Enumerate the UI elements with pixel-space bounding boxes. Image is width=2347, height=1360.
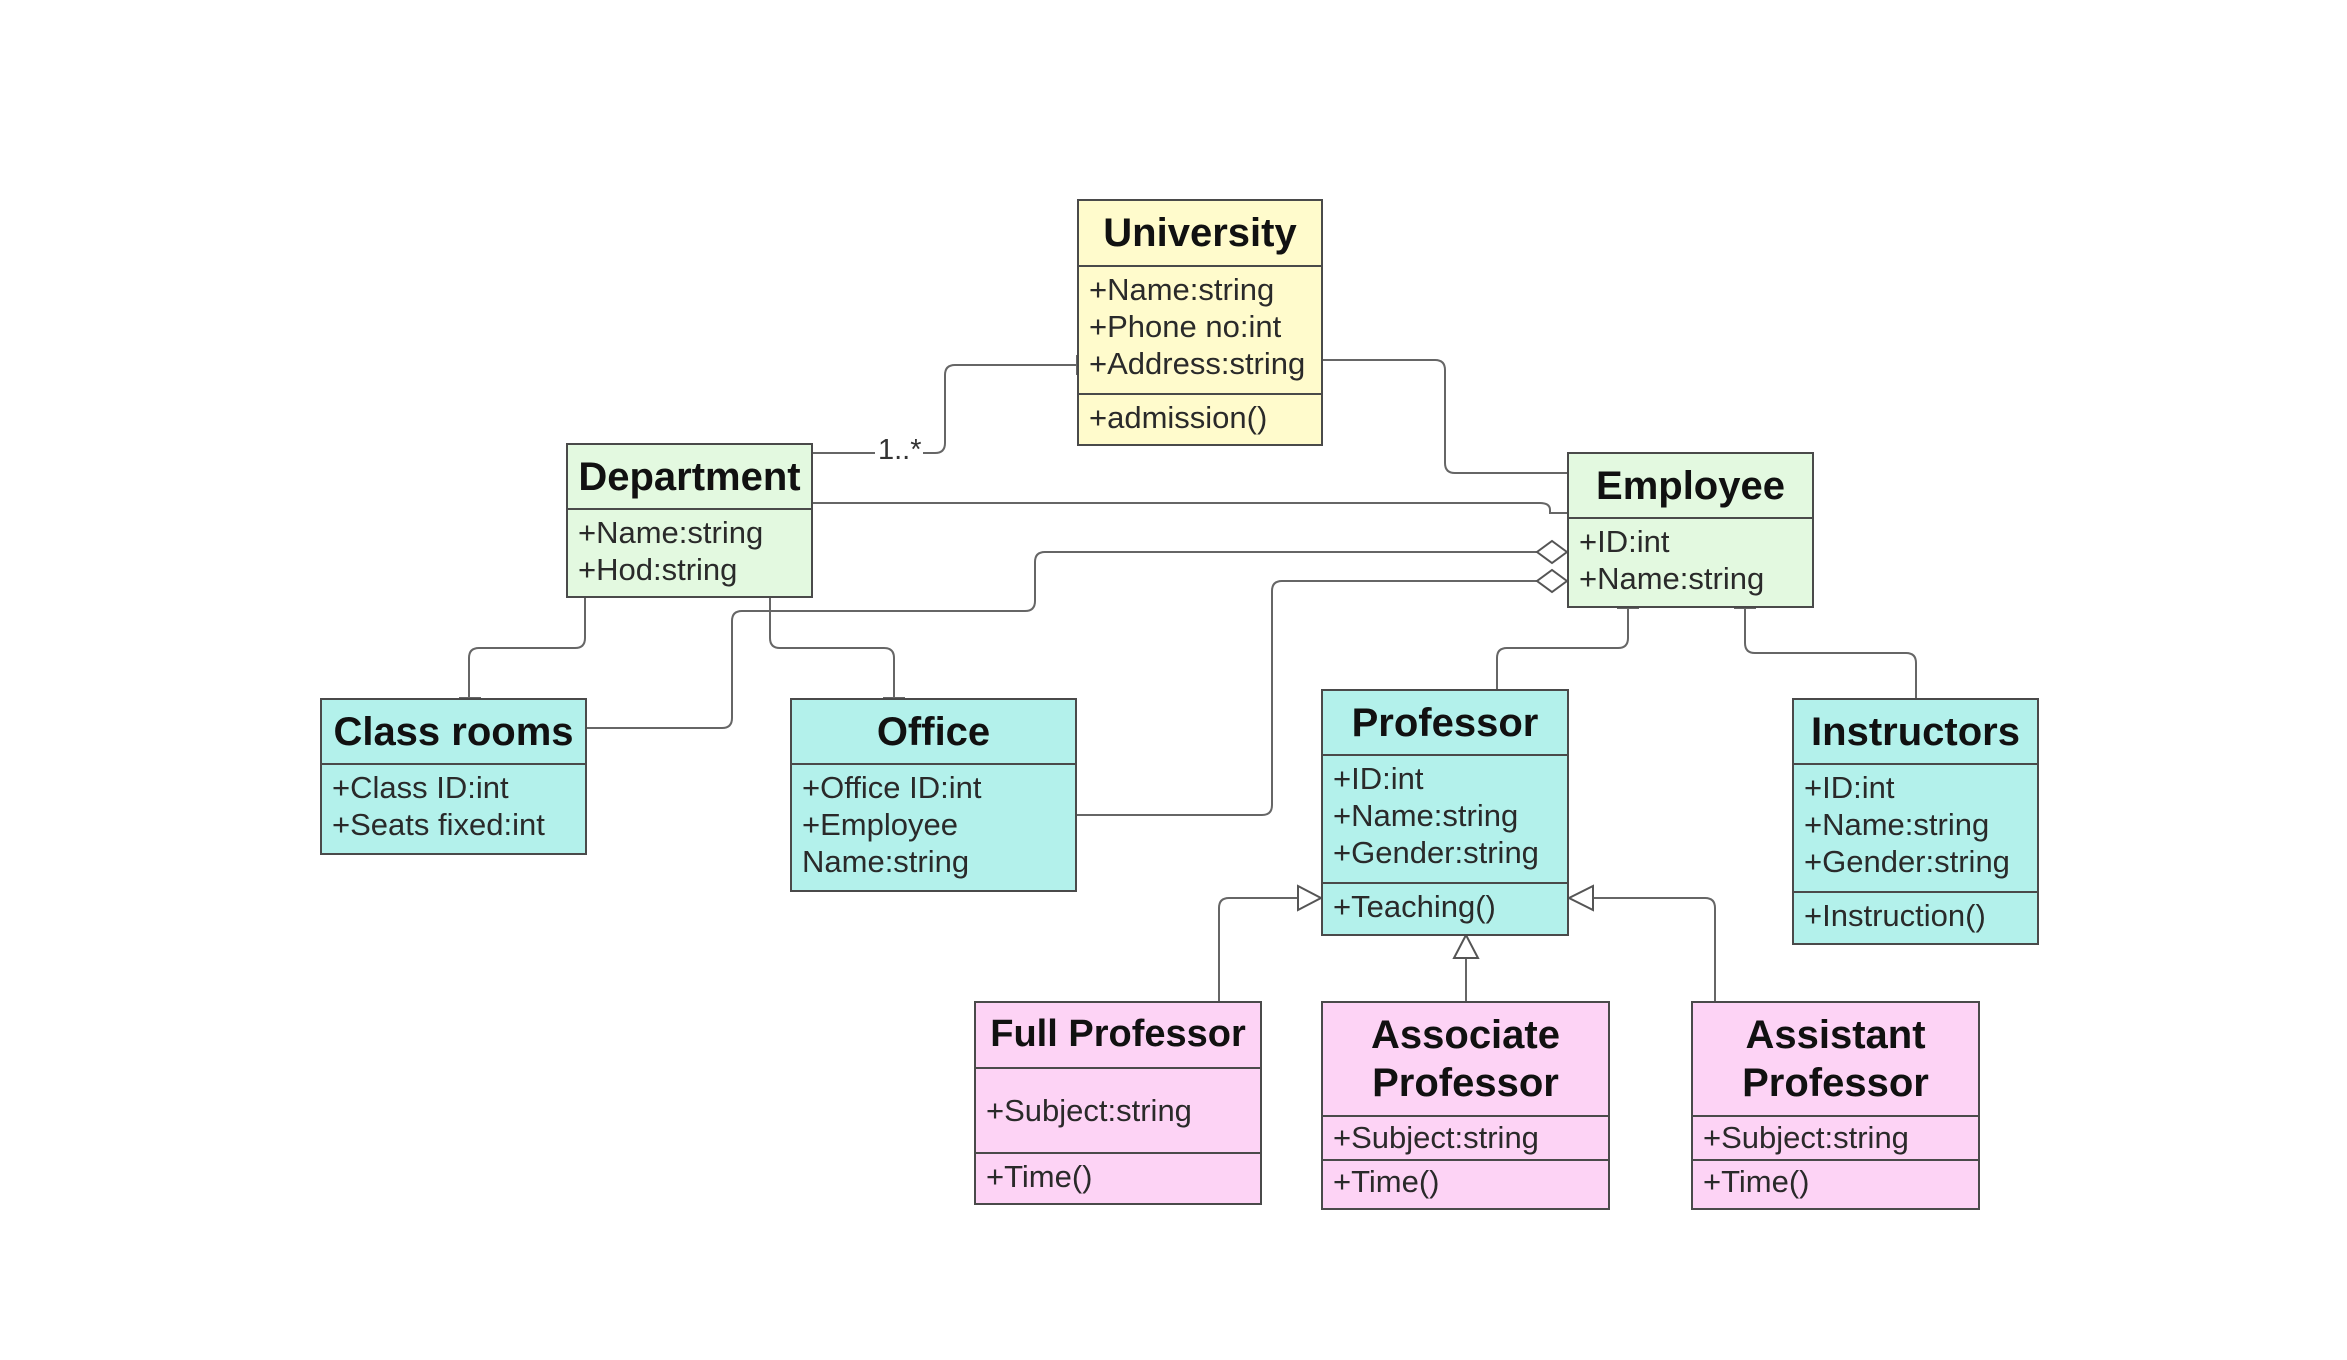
connector-university-employee [1323, 359, 1567, 474]
connector-department-office [769, 598, 895, 698]
class-name-line: Associate [1371, 1013, 1560, 1057]
attribute: +Name:string [1333, 798, 1519, 833]
connector-fullprof-professor [1218, 897, 1298, 1001]
attributes-section: +ID:int +Name:string +Gender:string [1323, 756, 1567, 884]
operations-section: +Teaching() [1323, 884, 1567, 934]
class-name: Professor [1323, 691, 1567, 756]
class-name: Department [568, 445, 811, 510]
class-name: Instructors [1794, 700, 2037, 765]
class-name: Assistant Professor [1693, 1003, 1978, 1117]
attributes-section: +Name:string +Hod:string [568, 510, 811, 596]
operations-section: +Time() [1323, 1161, 1608, 1208]
attribute: +Phone no:int [1089, 309, 1282, 344]
attributes-section: +Office ID:int +Employee Name:string [792, 765, 1075, 890]
generalization-triangle-icon [1297, 884, 1324, 912]
class-full-professor[interactable]: Full Professor +Subject:string +Time() [974, 1001, 1262, 1205]
attribute: +ID:int [1579, 524, 1670, 559]
attributes-section: +Class ID:int +Seats fixed:int [322, 765, 585, 853]
attribute: +Name:string [1579, 561, 1765, 596]
attribute: Name:string [802, 844, 970, 879]
operations-section: +Time() [976, 1154, 1260, 1203]
connector-department-classrooms [468, 598, 586, 698]
connector-assistant-professor [1593, 897, 1716, 1001]
class-associate-professor[interactable]: Associate Professor +Subject:string +Tim… [1321, 1001, 1610, 1210]
attributes-section: +ID:int +Name:string +Gender:string [1794, 765, 2037, 893]
class-classrooms[interactable]: Class rooms +Class ID:int +Seats fixed:i… [320, 698, 587, 855]
operation: +Time() [1703, 1164, 1810, 1199]
attribute: +Address:string [1089, 346, 1306, 381]
attribute: +Name:string [578, 515, 764, 550]
attribute: +Gender:string [1333, 835, 1539, 870]
connector-department-employee [813, 502, 1567, 514]
class-employee[interactable]: Employee +ID:int +Name:string [1567, 452, 1814, 608]
connector-employee-instructors [1744, 608, 1917, 698]
class-name: Class rooms [322, 700, 585, 765]
operation: +admission() [1089, 400, 1268, 435]
aggregation-diamond-icon [1535, 539, 1569, 565]
class-instructors[interactable]: Instructors +ID:int +Name:string +Gender… [1792, 698, 2039, 945]
attributes-section: +Subject:string [1323, 1117, 1608, 1161]
aggregation-diamond-icon [1535, 568, 1569, 594]
operations-section: +admission() [1079, 395, 1321, 444]
generalization-triangle-icon [1452, 932, 1480, 959]
class-name: Full Professor [976, 1003, 1260, 1069]
connector-employee-professor [1496, 608, 1629, 689]
class-professor[interactable]: Professor +ID:int +Name:string +Gender:s… [1321, 689, 1569, 936]
attribute: +Subject:string [1703, 1120, 1909, 1155]
attribute: +Name:string [1089, 272, 1275, 307]
operation: +Time() [1333, 1164, 1440, 1199]
operations-section: +Instruction() [1794, 893, 2037, 943]
class-university[interactable]: University +Name:string +Phone no:int +A… [1077, 199, 1323, 446]
operation: +Time() [986, 1159, 1093, 1194]
operation: +Instruction() [1804, 898, 1986, 933]
class-name: Office [792, 700, 1075, 765]
class-name: University [1079, 201, 1321, 267]
attribute: +ID:int [1804, 770, 1895, 805]
attribute: +Hod:string [578, 552, 738, 587]
multiplicity-label: 1..* [878, 434, 922, 467]
class-assistant-professor[interactable]: Assistant Professor +Subject:string +Tim… [1691, 1001, 1980, 1210]
operations-section: +Time() [1693, 1161, 1978, 1208]
attribute: +Subject:string [1333, 1120, 1539, 1155]
generalization-triangle-icon [1566, 884, 1594, 912]
connector-classrooms-employee [587, 551, 1537, 729]
attributes-section: +ID:int +Name:string [1569, 519, 1812, 606]
attribute: +Gender:string [1804, 844, 2010, 879]
class-name-line: Professor [1372, 1061, 1559, 1105]
attribute: +ID:int [1333, 761, 1424, 796]
class-department[interactable]: Department +Name:string +Hod:string [566, 443, 813, 598]
class-name: Employee [1569, 454, 1812, 519]
connector-university-department [923, 364, 1077, 454]
attribute: +Class ID:int [332, 770, 509, 805]
operation: +Teaching() [1333, 889, 1496, 924]
attribute: +Office ID:int [802, 770, 982, 805]
attribute: +Seats fixed:int [332, 807, 545, 842]
connector-office-employee [1077, 580, 1537, 816]
attribute: +Subject:string [986, 1093, 1192, 1128]
attribute: +Employee [802, 807, 958, 842]
class-name: Associate Professor [1323, 1003, 1608, 1117]
class-name-line: Professor [1742, 1061, 1929, 1105]
attributes-section: +Subject:string [1693, 1117, 1978, 1161]
class-office[interactable]: Office +Office ID:int +Employee Name:str… [790, 698, 1077, 892]
attribute: +Name:string [1804, 807, 1990, 842]
class-name-line: Assistant [1745, 1013, 1926, 1057]
attributes-section: +Subject:string [976, 1069, 1260, 1154]
attributes-section: +Name:string +Phone no:int +Address:stri… [1079, 267, 1321, 395]
